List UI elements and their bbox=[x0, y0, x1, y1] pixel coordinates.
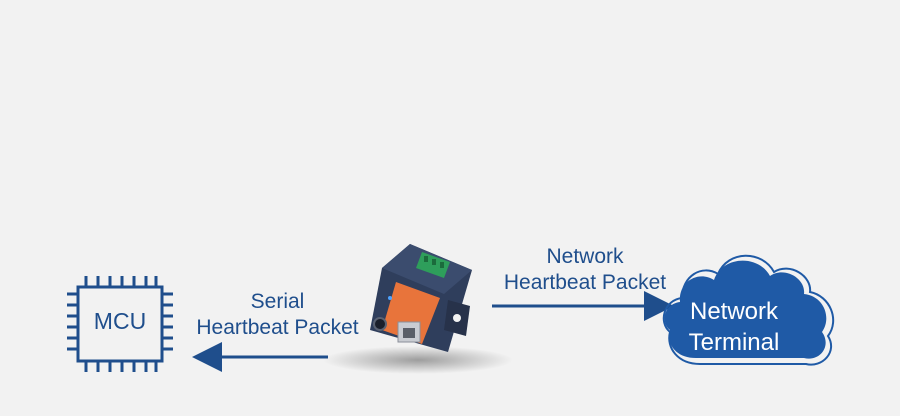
network-heartbeat-label: Network Heartbeat Packet bbox=[485, 244, 685, 296]
mcu-chip-icon bbox=[67, 276, 173, 372]
serial-heartbeat-label: Serial Heartbeat Packet bbox=[180, 289, 375, 341]
serial-label-line2: Heartbeat Packet bbox=[196, 316, 359, 339]
network-label-line2: Heartbeat Packet bbox=[503, 271, 667, 294]
network-label-line1: Network bbox=[546, 245, 624, 268]
serial-ethernet-device-icon bbox=[323, 244, 513, 374]
serial-label-line1: Serial bbox=[250, 290, 305, 313]
cloud-label: Network Terminal bbox=[672, 296, 796, 358]
cloud-label-line1: Network bbox=[689, 298, 779, 325]
mcu-label: MCU bbox=[93, 308, 147, 334]
cloud-label-line2: Terminal bbox=[688, 329, 780, 356]
network-terminal-cloud-icon bbox=[662, 254, 835, 366]
